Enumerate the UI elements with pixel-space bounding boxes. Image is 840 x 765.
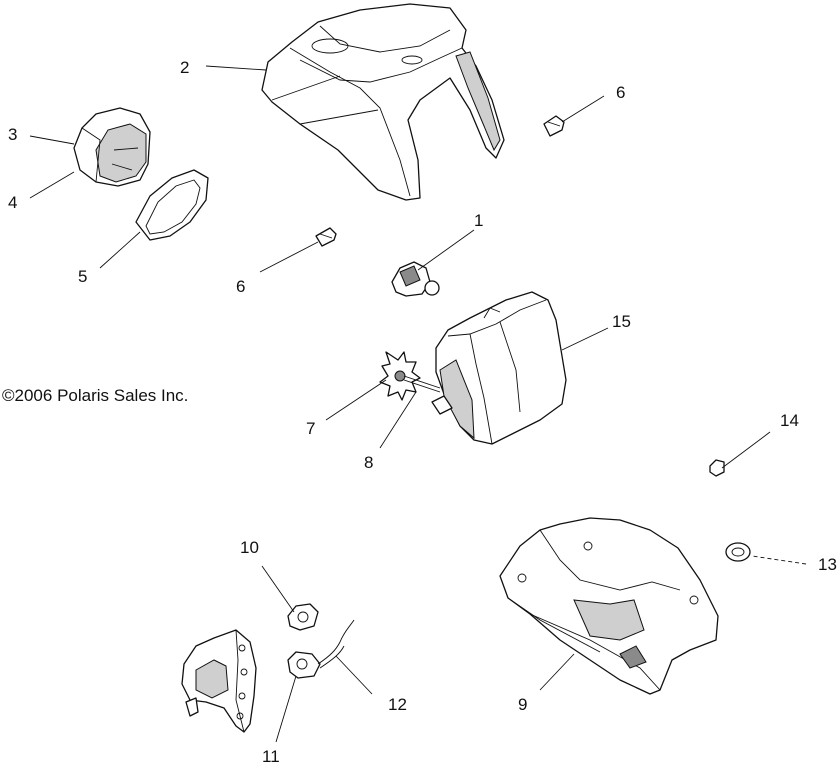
part-10-grommet [287, 603, 319, 631]
leader-7 [325, 379, 387, 421]
leader-13 [751, 555, 807, 565]
leader-12 [335, 655, 373, 695]
leader-8 [379, 391, 417, 449]
leader-4 [29, 171, 75, 199]
callout-15: 15 [612, 312, 631, 331]
copyright-notice: ©2006 Polaris Sales Inc. [2, 386, 189, 405]
callout-3: 3 [8, 125, 17, 144]
leader-14 [721, 431, 771, 469]
callout-2: 2 [180, 58, 189, 77]
part-12-wire [317, 619, 355, 669]
leader-6-lower [259, 241, 319, 273]
part-2-hood-cover [261, 3, 505, 201]
part-7-adjuster-gear [379, 351, 421, 401]
part-14-nut [709, 459, 725, 477]
part-6-screw-upper [543, 115, 565, 137]
part-9-lower-housing [499, 517, 719, 695]
leader-3 [29, 135, 75, 145]
part-8-adjuster-rod [403, 375, 441, 393]
leader-9 [539, 653, 575, 691]
leader-lines [29, 65, 807, 743]
leader-10 [261, 565, 295, 613]
part-6-screw-lower [315, 227, 337, 247]
part-3-4-lens-housing [73, 107, 151, 187]
callout-11: 11 [262, 747, 280, 765]
leader-15 [561, 327, 609, 351]
callout-10: 10 [240, 538, 259, 557]
leader-2 [205, 65, 267, 71]
callout-1: 1 [474, 211, 483, 230]
callout-14: 14 [780, 411, 799, 430]
part-11-socket [287, 651, 321, 679]
leader-6-upper [561, 95, 605, 123]
callout-7: 7 [306, 419, 315, 438]
callout-6-upper: 6 [616, 83, 625, 102]
callout-labels: 2 3 4 5 6 6 1 15 7 8 14 13 9 10 12 11 [8, 58, 837, 765]
callout-12: 12 [388, 695, 407, 714]
callout-13: 13 [818, 555, 837, 574]
part-1-bulb [391, 261, 440, 297]
callout-9: 9 [518, 695, 527, 714]
part-13-washer [725, 542, 751, 562]
callout-6-lower: 6 [236, 277, 245, 296]
part-5-seal-ring [135, 169, 209, 241]
part-15-headlight-assembly [431, 291, 567, 445]
leader-11 [275, 675, 297, 743]
callout-8: 8 [364, 453, 373, 472]
leader-5 [99, 231, 141, 269]
actuator-bracket-assembly [181, 629, 257, 733]
callout-5: 5 [78, 267, 87, 286]
callout-4: 4 [8, 193, 17, 212]
leader-1 [417, 229, 475, 271]
